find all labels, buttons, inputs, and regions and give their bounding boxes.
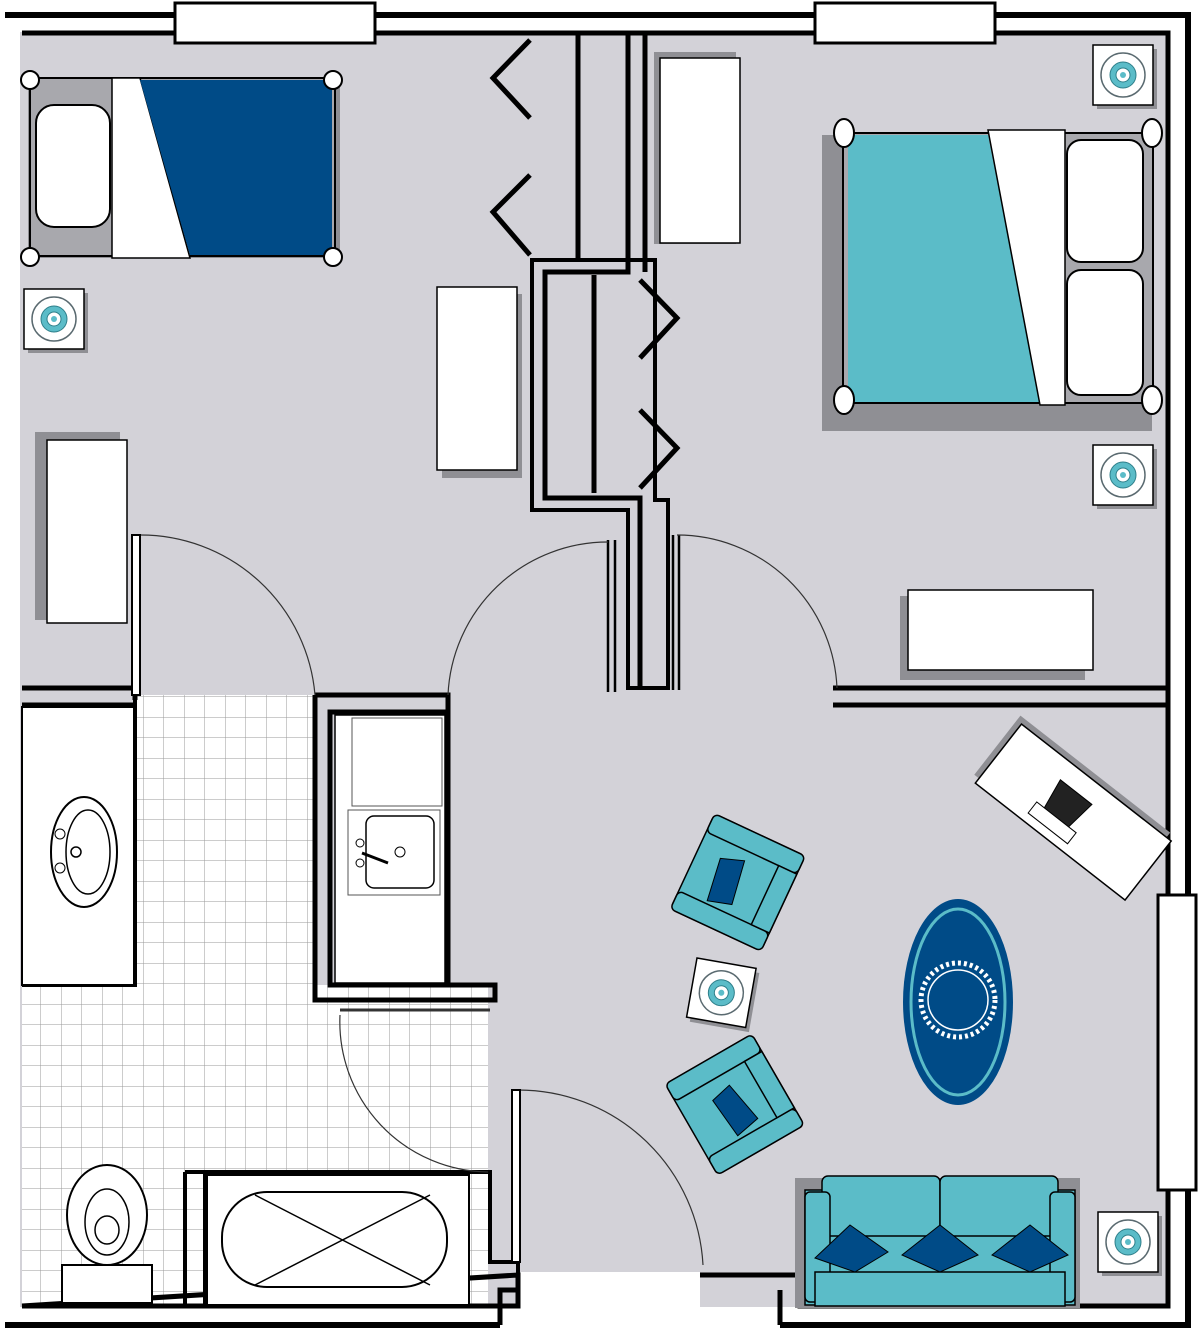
sink-icon [347,809,441,896]
nightstand-lamp-icon [23,288,89,354]
armchair-icon [666,1035,804,1174]
bathtub-icon [206,1174,470,1306]
window-icon [1156,893,1198,1192]
nightstand-lamp-icon [1097,1211,1163,1277]
window-icon [173,1,377,45]
dresser-icon [654,52,741,244]
closet-door-icon [489,38,681,490]
side-table-lamp-icon [685,957,761,1033]
entry-gap [520,1272,700,1329]
dresser-icon [35,432,128,624]
dresser-icon [436,286,522,478]
toilet-icon [61,1164,153,1304]
desk-icon [974,715,1173,902]
bathroom-tile-floor [135,695,315,995]
bed-icon [20,70,343,267]
rug-icon [903,899,1013,1105]
sink-icon [21,706,135,986]
door-swing-icon [131,534,838,1266]
dresser-icon [900,589,1094,680]
bed-icon [822,118,1163,431]
kitchen-counter [334,714,446,984]
window-icon [813,1,997,45]
sofa-icon [795,1175,1080,1308]
nightstand-lamp-icon [1092,44,1158,110]
armchair-icon [671,814,805,951]
nightstand-lamp-icon [1092,444,1158,510]
